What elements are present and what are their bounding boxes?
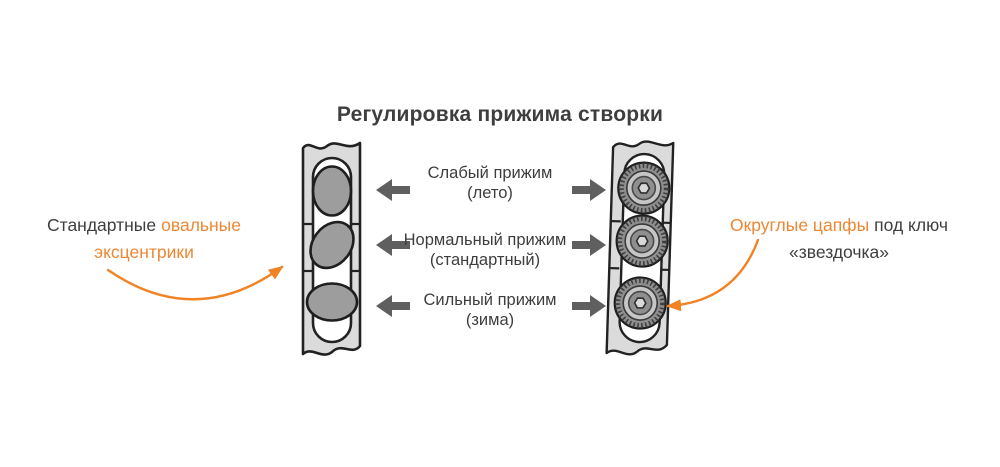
round-pin-weak — [617, 161, 671, 215]
diagram-title: Регулировка прижима створки — [336, 103, 664, 126]
pressure-label-normal-line2: (стандартный) — [429, 251, 541, 269]
arrow-weak-left-icon — [376, 179, 410, 201]
left-annotation-orange-text: овальные — [161, 215, 241, 235]
right-annotation-orange-text: Округлые цапфы — [730, 215, 870, 235]
left-annotation-dark-text: Стандартные — [46, 215, 157, 235]
oval-cam-weak — [311, 165, 353, 217]
right-annotation-dark-text2: «звездочка» — [788, 242, 890, 262]
arrow-strong-left-icon — [376, 295, 410, 317]
round-pin-strip-icon — [605, 140, 675, 356]
strip-tick-marks — [303, 222, 360, 273]
round-pin-strong — [613, 276, 667, 330]
pressure-label-weak-line1: Слабый прижим — [427, 164, 553, 182]
round-pin-normal — [615, 214, 669, 268]
pressure-label-strong-line2: (зима) — [465, 311, 515, 329]
pressure-label-weak-line2: (лето) — [467, 184, 513, 202]
oval-cam-normal — [309, 220, 355, 270]
right-annotation-dark-text: под ключ — [874, 215, 948, 235]
pressure-label-normal-line1: Нормальный прижим — [403, 231, 567, 249]
left-annotation-line2: эксцентрики — [28, 239, 260, 266]
pressure-label-normal: Нормальный прижим (стандартный) — [402, 230, 568, 270]
pressure-label-weak: Слабый прижим (лето) — [407, 163, 573, 203]
right-annotation-line2: «звездочка» — [714, 239, 964, 266]
arrow-weak-right-icon — [572, 179, 606, 201]
strip-tick-marks — [609, 219, 671, 272]
pressure-label-strong: Сильный прижим (зима) — [407, 290, 573, 330]
left-annotation-arrow-icon — [106, 265, 284, 301]
pressure-label-strong-line1: Сильный прижим — [423, 291, 557, 309]
arrow-strong-right-icon — [572, 295, 606, 317]
oval-cam-strong — [305, 282, 359, 322]
arrow-normal-left-icon — [376, 234, 410, 256]
left-annotation-orange-text2: эксцентрики — [94, 242, 194, 262]
arrow-normal-right-icon — [572, 234, 606, 256]
oval-cam-strip-icon — [301, 141, 362, 356]
